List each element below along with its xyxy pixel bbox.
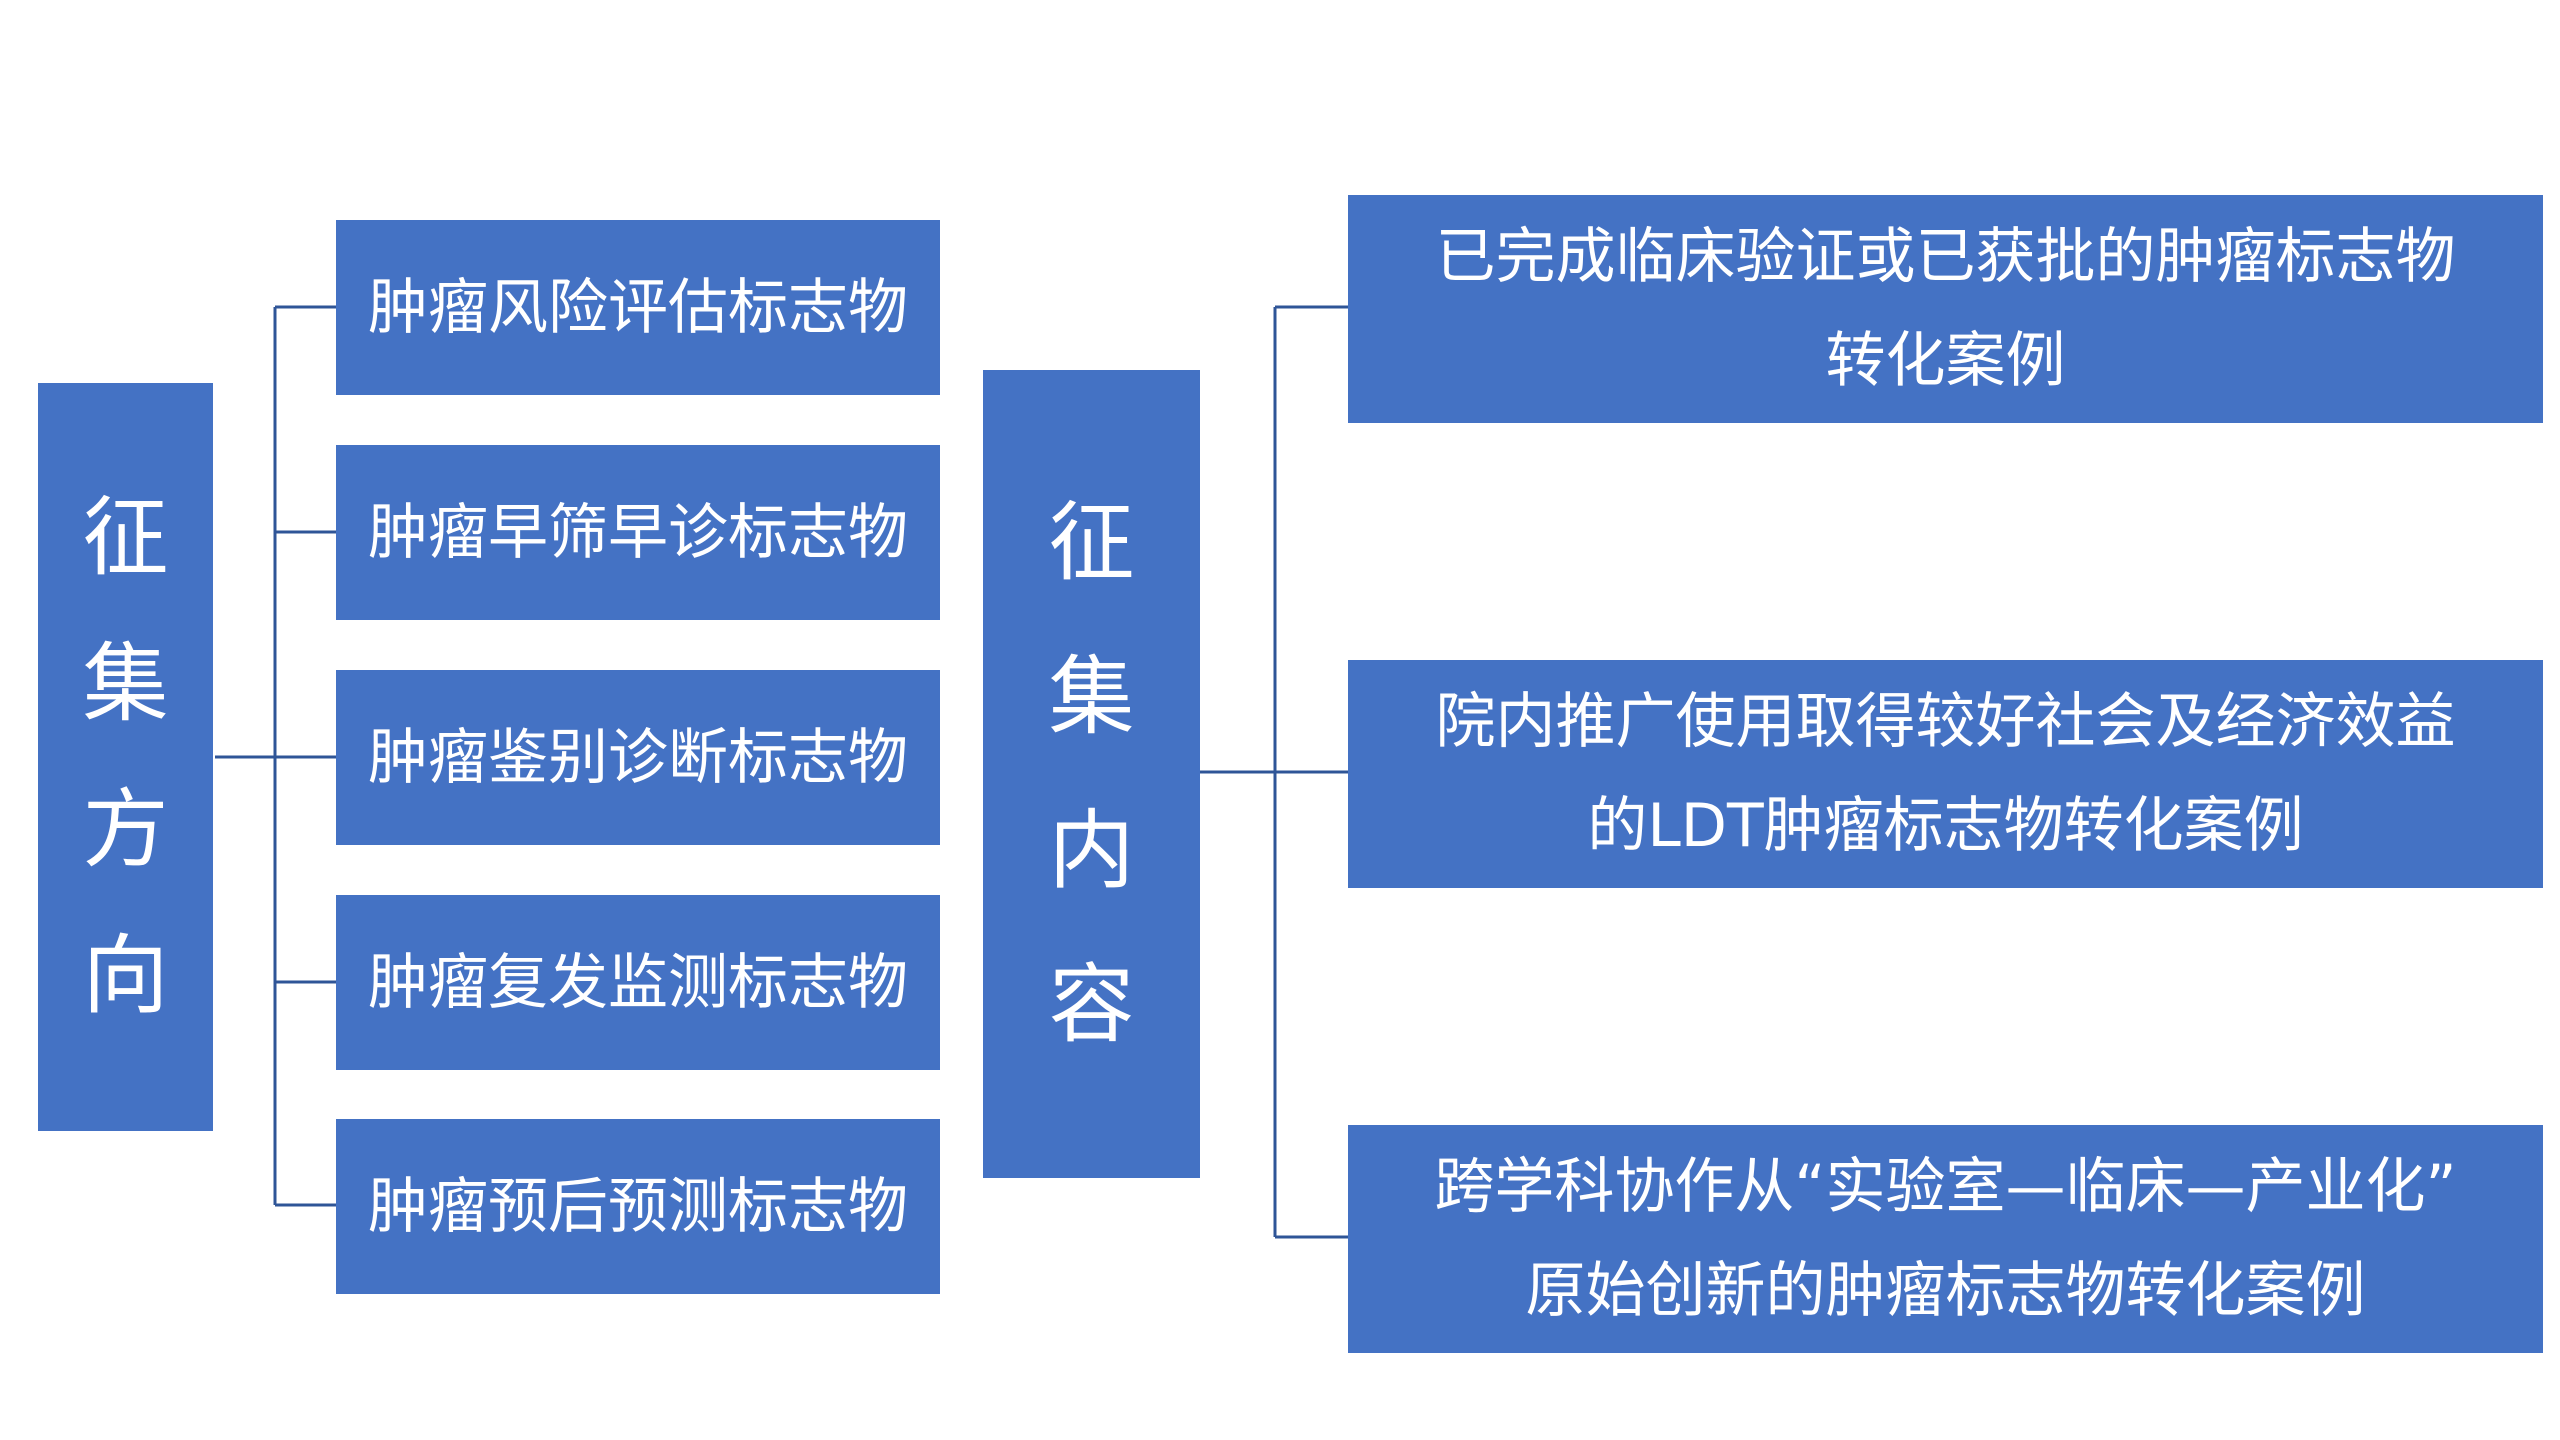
content-item-text: 跨学科协作从“实验室—临床—产业化” 原始创新的肿瘤标志物转化案例 xyxy=(1434,1135,2456,1343)
content-title-box: 征 集 内 容 xyxy=(983,370,1200,1178)
direction-item-risk-assessment: 肿瘤风险评估标志物 xyxy=(336,220,940,395)
direction-title-box: 征 集 方 向 xyxy=(38,383,213,1131)
content-title-char: 征 xyxy=(1048,493,1135,593)
direction-title-char: 集 xyxy=(82,634,169,734)
content-title-char: 内 xyxy=(1048,801,1135,901)
direction-item-label: 肿瘤早筛早诊标志物 xyxy=(368,497,908,568)
content-item-line: 跨学科协作从“实验室—临床—产业化” xyxy=(1434,1152,2457,1222)
direction-item-early-screening: 肿瘤早筛早诊标志物 xyxy=(336,445,940,620)
direction-item-differential-diagnosis: 肿瘤鉴别诊断标志物 xyxy=(336,670,940,845)
content-item-approved-cases: 已完成临床验证或已获批的肿瘤标志物 转化案例 xyxy=(1348,195,2543,423)
content-item-line: 的LDT肿瘤标志物转化案例 xyxy=(1587,791,2304,861)
direction-item-label: 肿瘤复发监测标志物 xyxy=(368,947,908,1018)
content-item-ldt-cases: 院内推广使用取得较好社会及经济效益 的LDT肿瘤标志物转化案例 xyxy=(1348,660,2543,888)
content-title: 征 集 内 容 xyxy=(1049,466,1135,1082)
content-item-interdisciplinary-cases: 跨学科协作从“实验室—临床—产业化” 原始创新的肿瘤标志物转化案例 xyxy=(1348,1125,2543,1353)
direction-title-char: 方 xyxy=(82,780,169,880)
direction-item-label: 肿瘤预后预测标志物 xyxy=(368,1171,908,1242)
direction-title: 征 集 方 向 xyxy=(83,465,169,1049)
content-item-line: 院内推广使用取得较好社会及经济效益 xyxy=(1435,687,2456,757)
content-item-text: 院内推广使用取得较好社会及经济效益 的LDT肿瘤标志物转化案例 xyxy=(1436,670,2456,878)
content-item-line: 已完成临床验证或已获批的肿瘤标志物 xyxy=(1435,222,2456,292)
direction-item-recurrence-monitoring: 肿瘤复发监测标志物 xyxy=(336,895,940,1070)
direction-title-char: 征 xyxy=(82,488,169,588)
direction-item-label: 肿瘤风险评估标志物 xyxy=(368,272,908,343)
direction-item-label: 肿瘤鉴别诊断标志物 xyxy=(368,722,908,793)
content-title-char: 容 xyxy=(1048,955,1135,1055)
content-title-char: 集 xyxy=(1048,647,1135,747)
content-item-text: 已完成临床验证或已获批的肿瘤标志物 转化案例 xyxy=(1436,205,2456,413)
direction-title-char: 向 xyxy=(82,926,169,1026)
direction-item-prognosis-prediction: 肿瘤预后预测标志物 xyxy=(336,1119,940,1294)
content-item-line: 转化案例 xyxy=(1825,326,2066,396)
content-item-line: 原始创新的肿瘤标志物转化案例 xyxy=(1525,1256,2366,1326)
